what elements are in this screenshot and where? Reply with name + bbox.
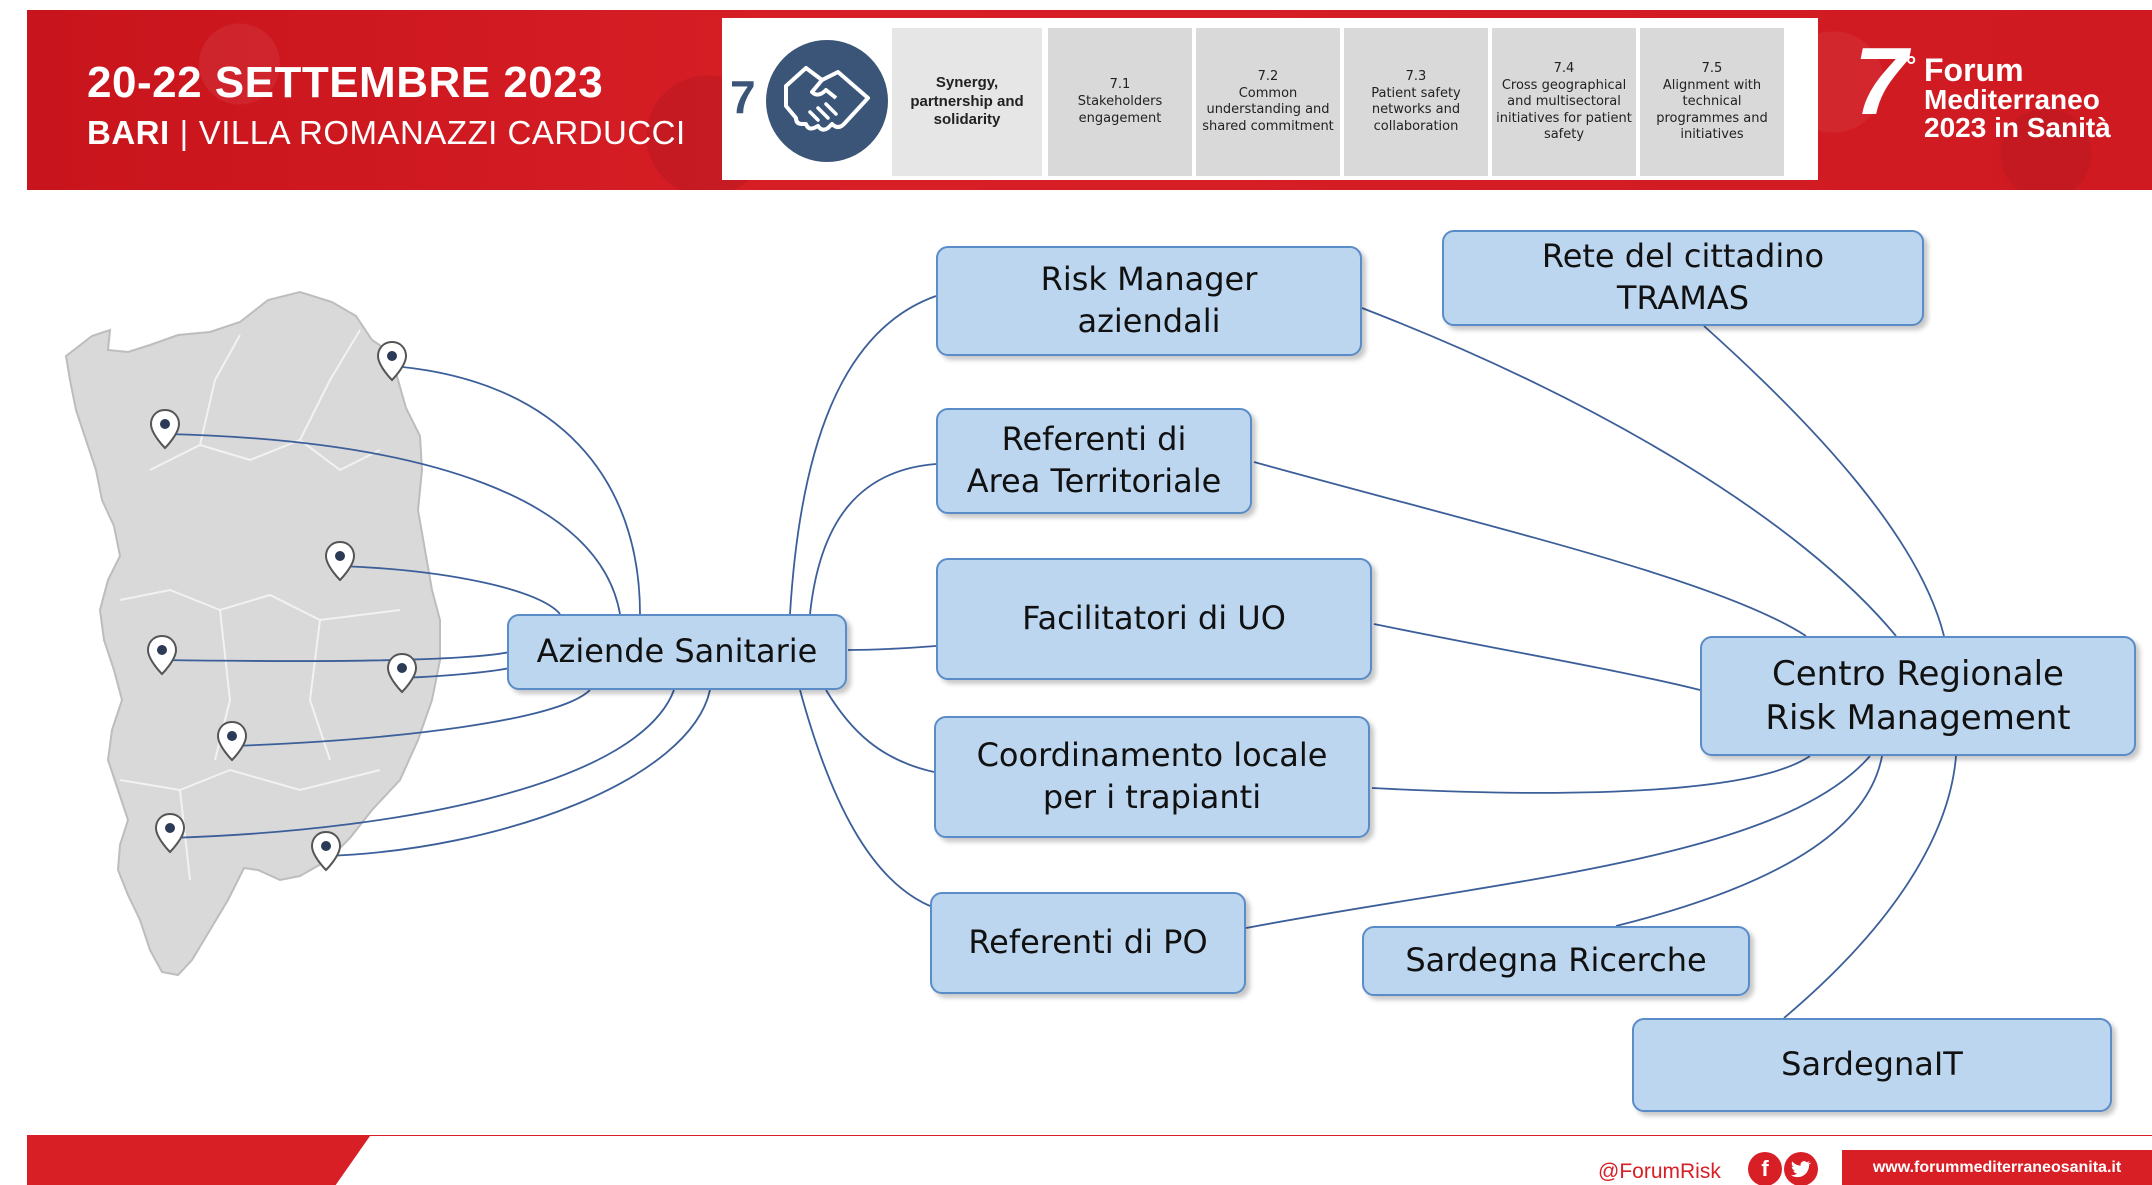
facebook-icon[interactable]: f [1748, 1152, 1782, 1185]
location-pin-icon [376, 340, 408, 382]
website-link[interactable]: www.forummediterraneosanita.it [1842, 1150, 2152, 1185]
twitter-icon-graphic [1791, 1161, 1811, 1178]
sdg-panel: 7 Synergy, partnership and solidarity 7.… [722, 18, 1818, 180]
social-handle[interactable]: @ForumRisk [1598, 1160, 1721, 1183]
forum-logo-line2: Mediterraneo [1924, 84, 2100, 115]
connector-risk-manager-centro [1361, 307, 1897, 637]
connector-rete-centro [1703, 325, 1945, 637]
connector-pin-7 [169, 689, 675, 839]
node-sardegnait: SardegnaIT [1632, 1018, 2112, 1112]
connector-lines [161, 295, 1957, 1019]
venue-place: VILLA ROMANAZZI CARDUCCI [198, 114, 686, 151]
handshake-icon [766, 40, 888, 162]
event-venue: BARI|VILLA ROMANAZZI CARDUCCI [87, 114, 686, 152]
location-pin-icon [154, 812, 186, 854]
node-centro-regionale: Centro Regionale Risk Management [1700, 636, 2136, 756]
sdg-item-number: 7.3 [1405, 69, 1427, 85]
connector-aziende-risk-manager [789, 295, 937, 615]
sdg-item-text: Patient safety networks and collaboratio… [1371, 86, 1461, 134]
forum-logo: 7 ° Forum Mediterraneo 2023 in Sanità [1842, 34, 2142, 150]
node-aziende-sanitarie: Aziende Sanitarie [507, 614, 847, 690]
location-pin-icon [146, 634, 178, 676]
forum-logo-line3: 2023 in Sanità [1924, 112, 2111, 143]
connector-referenti-area-centro [1253, 461, 1807, 637]
node-sardegna-ricerche: Sardegna Ricerche [1362, 926, 1750, 996]
location-pin-icon [216, 720, 248, 762]
node-referenti-po: Referenti di PO [930, 892, 1246, 994]
forum-logo-line1: Forum [1924, 52, 2024, 88]
venue-separator: | [179, 114, 189, 151]
handshake-icon-graphic [784, 66, 870, 132]
location-pin-icon [386, 652, 418, 694]
connector-sardegna-ricerche-centro [1615, 755, 1883, 927]
header-banner: 20-22 SETTEMBRE 2023 BARI|VILLA ROMANAZZ… [27, 10, 2152, 190]
sdg-theme: Synergy, partnership and solidarity [892, 28, 1042, 176]
sdg-item-number: 7.1 [1109, 77, 1131, 93]
connector-aziende-referenti-area [809, 463, 937, 615]
sardinia-map [64, 290, 441, 977]
connector-pin-5 [401, 667, 511, 679]
location-pin-icon [149, 408, 181, 450]
connector-pin-4 [161, 651, 511, 662]
location-pin-icon [324, 540, 356, 582]
forum-logo-number: 7 [1854, 28, 1908, 135]
sdg-item-text: Cross geographical and multisectoral ini… [1496, 78, 1632, 142]
connector-pin-3 [339, 565, 561, 615]
connector-pin-1 [391, 365, 641, 615]
sdg-item-text: Alignment with technical programmes and … [1656, 78, 1768, 142]
connector-aziende-referenti-po [799, 689, 931, 907]
node-facilitatori: Facilitatori di UO [936, 558, 1372, 680]
connector-sardegnait-centro [1783, 755, 1957, 1019]
sdg-item-text: Stakeholders engagement [1077, 94, 1163, 126]
forum-logo-degree: ° [1906, 50, 1917, 80]
connector-facilitatori-centro [1373, 623, 1701, 691]
sdg-item-number: 7.5 [1701, 61, 1723, 76]
sdg-item-number: 7.4 [1553, 61, 1575, 76]
connector-referenti-po-centro [1245, 755, 1871, 929]
venue-city: BARI [87, 114, 170, 151]
connector-pin-6 [231, 689, 591, 747]
node-risk-manager: Risk Manager aziendali [936, 246, 1362, 356]
event-dates: 20-22 SETTEMBRE 2023 [87, 58, 604, 107]
connector-aziende-facilitatori [847, 645, 937, 651]
connector-aziende-coordinamento [825, 689, 935, 773]
connector-coordinamento-centro [1371, 755, 1811, 794]
sdg-item-number: 7.2 [1257, 69, 1279, 85]
sdg-number: 7 [730, 71, 756, 123]
map-pins [146, 340, 418, 872]
connector-pin-2 [164, 433, 621, 615]
node-rete-cittadino: Rete del cittadino TRAMAS [1442, 230, 1924, 326]
node-coordinamento: Coordinamento locale per i trapianti [934, 716, 1370, 838]
sardinia-borders [119, 329, 401, 881]
location-pin-icon [310, 830, 342, 872]
twitter-icon[interactable] [1784, 1152, 1818, 1185]
connector-pin-8 [325, 689, 711, 857]
node-referenti-area: Referenti di Area Territoriale [936, 408, 1252, 514]
sdg-item-text: Common understanding and shared commitme… [1202, 86, 1334, 134]
